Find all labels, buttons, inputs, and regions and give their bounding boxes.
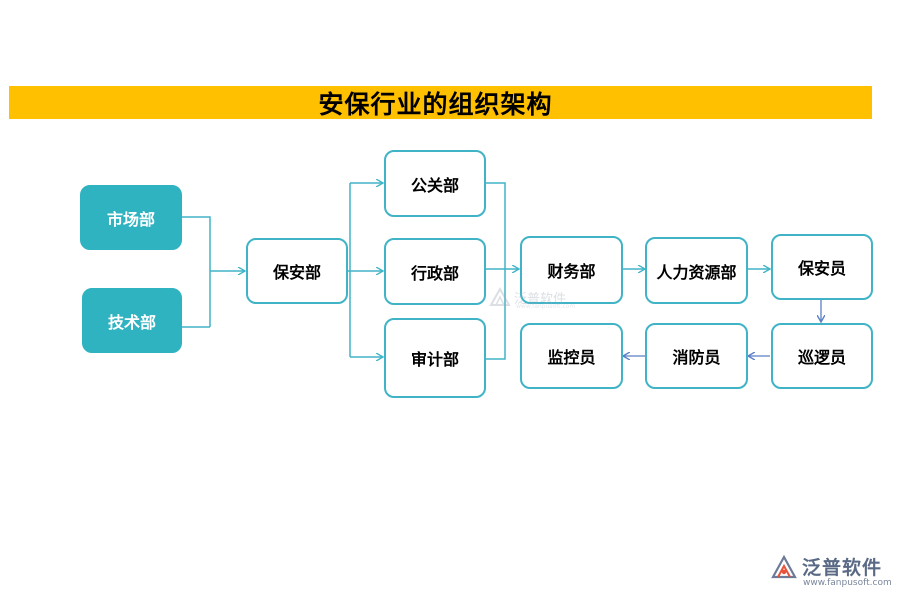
page-title: 安保行业的组织架构 bbox=[318, 89, 553, 119]
node-hr: 人力资源部 bbox=[645, 237, 748, 304]
fanpu-logo-icon bbox=[771, 554, 797, 578]
connector-merge bbox=[486, 182, 506, 360]
node-admin: 行政部 bbox=[384, 238, 486, 305]
connector-market bbox=[182, 216, 211, 328]
node-pr: 公关部 bbox=[384, 150, 486, 217]
logo-url: www.fanpusoft.com bbox=[803, 578, 892, 588]
title-bar: 安保行业的组织架构 bbox=[9, 86, 872, 119]
node-patrol: 巡逻员 bbox=[771, 323, 873, 389]
node-tech: 技术部 bbox=[82, 288, 182, 353]
node-guard: 保安员 bbox=[771, 234, 873, 300]
brand-logo: 泛普软件 bbox=[770, 553, 882, 580]
node-audit: 审计部 bbox=[384, 318, 486, 398]
logo-text: 泛普软件 bbox=[802, 557, 883, 579]
connector-security-split bbox=[348, 183, 351, 357]
node-finance: 财务部 bbox=[520, 236, 623, 304]
watermark-text: 泛普软件 bbox=[514, 291, 567, 307]
node-security-dept: 保安部 bbox=[246, 238, 348, 304]
node-firefighter: 消防员 bbox=[645, 323, 748, 389]
node-monitor: 监控员 bbox=[520, 323, 623, 389]
watermark-logo-icon bbox=[489, 287, 511, 306]
node-market: 市场部 bbox=[80, 185, 182, 250]
watermark-sub: www.fanpusoft.com bbox=[516, 303, 576, 310]
watermark: 泛普软件 www.fanpusoft.com bbox=[489, 287, 575, 310]
